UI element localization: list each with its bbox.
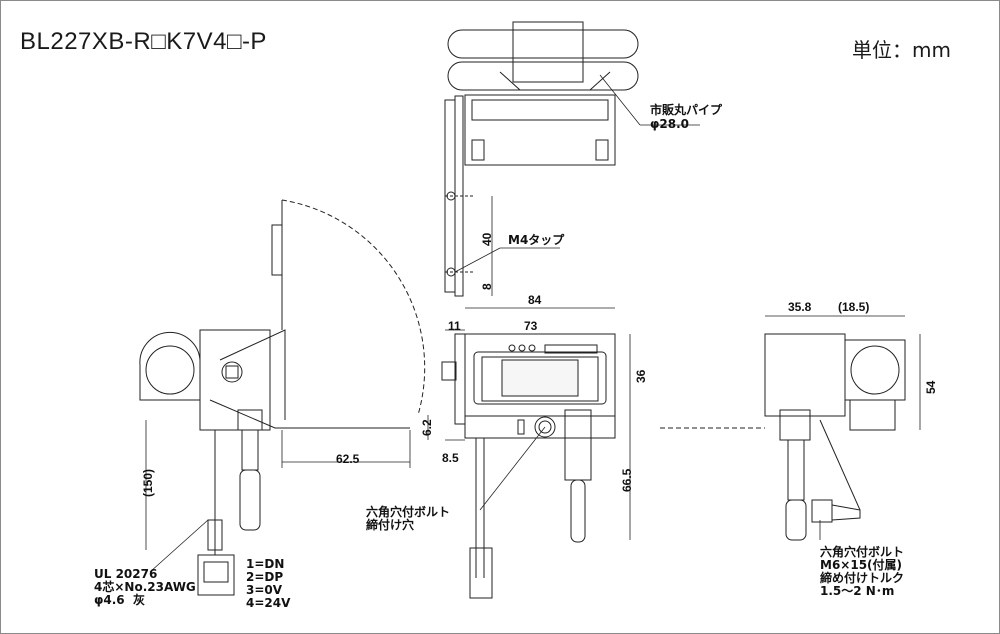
- dim-18-5: (18.5): [838, 300, 870, 314]
- left-view: [139, 199, 426, 596]
- unit-label: 単位：mm: [852, 38, 951, 62]
- hex-bolt-spec: 六角穴付ボルト M6×15(付属) 締め付けトルク 1.5～2 N･m: [820, 545, 905, 598]
- top-view: [444, 21, 639, 297]
- cable-spec: UL 20276 4芯×No.23AWG φ4.6 灰: [94, 567, 196, 607]
- right-view: [660, 333, 906, 541]
- dim-66-5: 66.5: [620, 468, 634, 492]
- dim-150: (150): [141, 468, 155, 497]
- front-view: [441, 333, 616, 599]
- dim-54: 54: [924, 380, 938, 394]
- hex-bolt-hole-label: 六角穴付ボルト 締付け穴: [366, 505, 451, 532]
- pipe-diameter: φ28.0: [650, 117, 689, 131]
- dim-40: 40: [480, 232, 494, 246]
- model-number-title: BL227XB-R□K7V4□-P: [20, 28, 267, 55]
- dim-36: 36: [634, 369, 648, 383]
- pipe-label: 市販丸パイプ: [650, 103, 723, 117]
- m4-tap-label: M4タップ: [508, 233, 565, 247]
- dim-73: 73: [524, 319, 538, 333]
- dim-8: 8: [480, 283, 494, 290]
- pin-assignment: 1=DN 2=DP 3=0V 4=24V: [246, 557, 291, 610]
- dim-11: 11: [448, 319, 461, 333]
- dim-84: 84: [528, 293, 542, 307]
- dim-6-2: 6.2: [420, 419, 434, 436]
- dim-8-5: 8.5: [442, 451, 459, 465]
- dim-35-8: 35.8: [788, 300, 812, 314]
- dim-62-5: 62.5: [336, 452, 360, 466]
